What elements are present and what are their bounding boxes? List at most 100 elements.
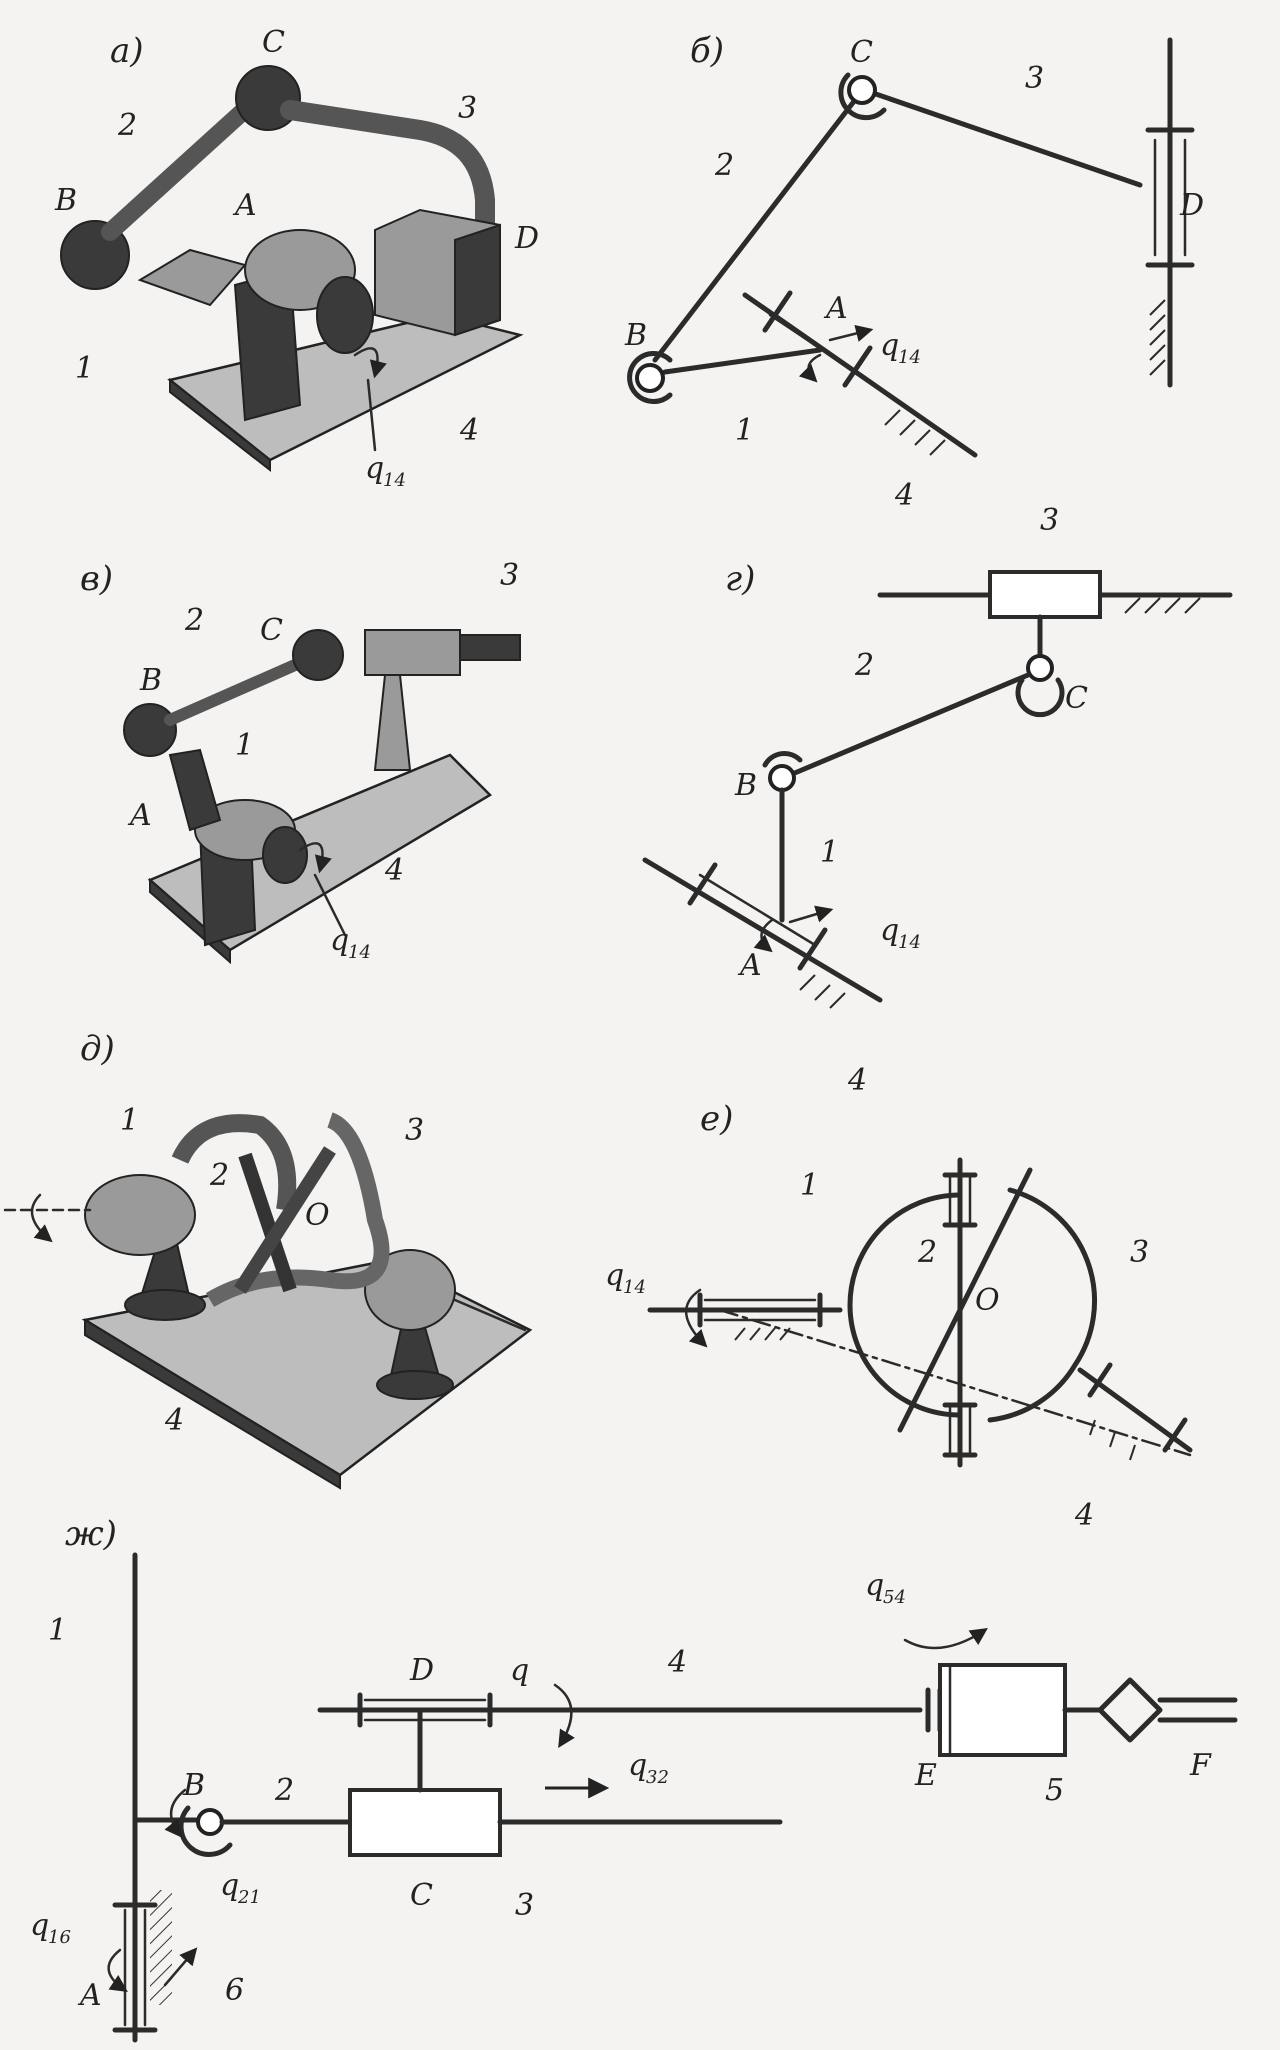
fork-3: [987, 1187, 1098, 1423]
rod-3: [280, 100, 495, 250]
ball-joint-B: [123, 703, 177, 757]
label-q: q: [510, 1653, 529, 1688]
label-4: 4: [384, 853, 404, 888]
rotation-arrow-icon: [353, 347, 387, 379]
label-C: C: [262, 25, 285, 60]
base-plate-edge: [84, 1318, 341, 1490]
ball-joint-C: [235, 65, 301, 131]
label-1: 1: [75, 351, 94, 386]
label-B: B: [139, 663, 162, 698]
label-A: A: [77, 1978, 102, 2013]
hatch-wall: [1149, 299, 1166, 376]
label-2: 2: [209, 1158, 229, 1193]
slider-post: [373, 674, 412, 771]
link-3: [867, 89, 1143, 188]
rotation-arrow-icon: [553, 1683, 575, 1748]
label-q32: q: [628, 1748, 647, 1783]
label-4: 4: [667, 1645, 687, 1680]
label-q-sub: 14: [898, 347, 921, 368]
label-3: 3: [458, 91, 477, 126]
shaft-cross: [897, 1167, 1033, 1433]
label-3: 3: [405, 1113, 424, 1148]
rod-2: [164, 659, 301, 726]
panel-e: е) 1 2 3 4 O q: [605, 1099, 1193, 1533]
panel-g-tag: г): [725, 559, 755, 599]
label-D: D: [514, 221, 539, 256]
label-B: B: [182, 1768, 205, 1803]
label-D: D: [409, 1653, 434, 1688]
output-shaft: [1077, 1362, 1193, 1461]
hatch-ground: [1124, 597, 1201, 614]
direction-arrow-icon: [828, 324, 874, 342]
gripper-F: [1097, 1677, 1163, 1743]
bearing-end: [316, 276, 374, 354]
label-4: 4: [459, 413, 479, 448]
direction-arrow-icon: [163, 1947, 198, 1987]
slider-3: [364, 629, 461, 676]
rod-2: [101, 96, 259, 241]
bearing-tick: [842, 345, 873, 388]
label-q54: q: [865, 1568, 884, 1603]
panel-v: в) B A C 1 2 3 4 q 14: [80, 558, 521, 965]
label-3: 3: [1130, 1235, 1149, 1270]
label-q: q: [330, 923, 349, 958]
bearing-right: [364, 1249, 456, 1331]
label-3: 3: [500, 558, 519, 593]
panel-a-tag: а): [110, 31, 144, 71]
slider-rod: [459, 634, 521, 661]
label-A: A: [127, 798, 152, 833]
joint-B-icon: [768, 764, 796, 792]
fork-1: [847, 1192, 963, 1418]
label-A: A: [823, 291, 848, 326]
crank-link: [137, 248, 247, 307]
label-1: 1: [820, 835, 839, 870]
label-q: q: [605, 1258, 624, 1293]
label-1: 1: [120, 1103, 139, 1138]
joint-B-arc: [762, 751, 803, 768]
bearing-tick: [797, 927, 828, 971]
label-C: C: [850, 35, 873, 70]
label-A: A: [232, 188, 257, 223]
label-2: 2: [917, 1235, 937, 1270]
label-q: q: [880, 913, 899, 948]
joint-C-arc: [838, 72, 887, 121]
hatch-ground: [884, 409, 946, 456]
label-2: 2: [117, 108, 137, 143]
rotation-arrow-icon: [107, 1948, 128, 1992]
label-1: 1: [48, 1613, 67, 1648]
joint-C-icon: [847, 75, 877, 105]
axis-dashdot: [718, 1308, 1192, 1457]
joint-C-arc: [1015, 677, 1065, 718]
label-B: B: [624, 318, 647, 353]
slider-block-side: [454, 223, 501, 337]
label-1: 1: [235, 728, 254, 763]
panel-b: б) B A C: [624, 31, 1204, 513]
label-q-sub: 14: [623, 1277, 646, 1298]
panel-zh: ж): [30, 1514, 1238, 2043]
label-4: 4: [847, 1063, 867, 1098]
axis-right: [453, 1298, 527, 1332]
panel-g: г) B A C 1 2 3 4 q 14: [642, 503, 1233, 1098]
label-O: O: [975, 1283, 1000, 1318]
rotation-arrow-icon: [798, 353, 822, 383]
label-q-sub: 14: [348, 942, 371, 963]
bearing-tick: [687, 862, 718, 906]
link-1: [662, 347, 823, 375]
label-O: O: [305, 1198, 330, 1233]
rotation-arrow-icon: [753, 918, 774, 953]
panel-a: а) B A C D 1 2 3 4 q 14: [54, 25, 539, 491]
label-B: B: [734, 768, 757, 803]
base-plate-edge: [169, 377, 271, 473]
label-B: B: [54, 183, 77, 218]
panel-e-tag: е): [700, 1099, 733, 1139]
support-right-foot: [376, 1370, 454, 1400]
support-left-foot: [124, 1289, 206, 1321]
panel-d-tag: д): [80, 1029, 115, 1069]
fork-1: [171, 1114, 297, 1212]
joint-B-arc: [627, 351, 673, 404]
bearing-tick: [762, 290, 793, 333]
rotation-arrow-icon: [30, 1193, 53, 1243]
q-leader: [366, 378, 377, 452]
label-3: 3: [1040, 503, 1059, 538]
